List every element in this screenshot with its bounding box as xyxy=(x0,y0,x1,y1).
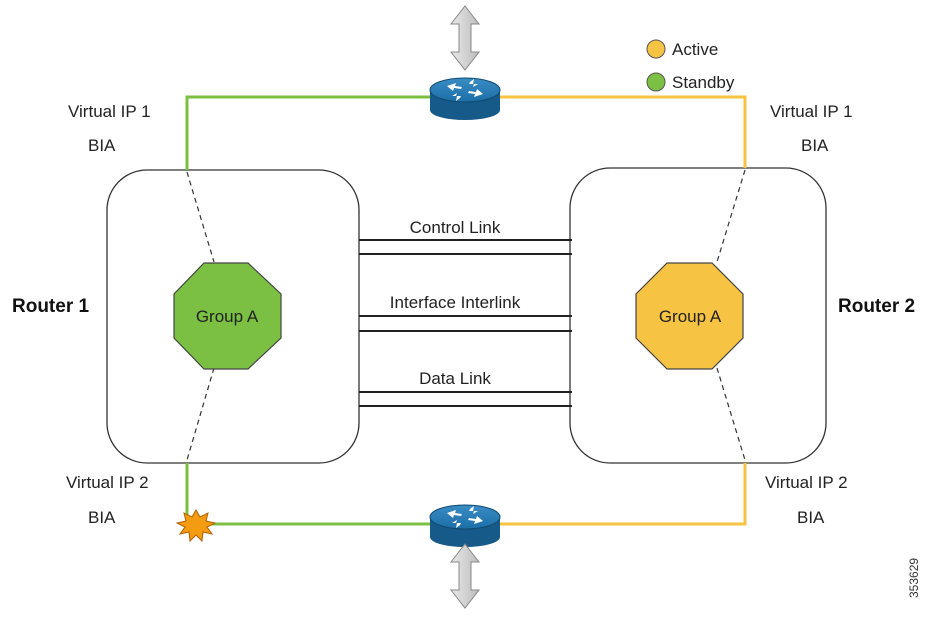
router1-bia-top: BIA xyxy=(88,136,116,155)
fault-star-icon xyxy=(175,508,217,543)
updown-arrow-top xyxy=(449,5,481,71)
router1-dashed-connectors xyxy=(186,171,215,461)
router2-virtual-ip-top: Virtual IP 1 xyxy=(770,102,853,121)
router2-name: Router 2 xyxy=(838,296,915,317)
standby-path-top xyxy=(185,95,430,170)
router1-name: Router 1 xyxy=(12,296,90,317)
interface-interlink xyxy=(359,315,572,332)
interface-interlink-label: Interface Interlink xyxy=(390,293,521,312)
active-path-top xyxy=(500,95,747,168)
router-icon-bottom xyxy=(429,504,501,547)
legend-standby-swatch xyxy=(646,72,666,92)
router1-group-label: Group A xyxy=(196,307,259,326)
router2-group-label: Group A xyxy=(659,307,722,326)
router1-virtual-ip-top: Virtual IP 1 xyxy=(68,102,151,121)
data-link xyxy=(359,391,572,407)
control-link-label: Control Link xyxy=(410,218,501,237)
router1-virtual-ip-bottom: Virtual IP 2 xyxy=(66,473,149,492)
figure-id: 353629 xyxy=(907,558,921,598)
router1-group-standby xyxy=(173,262,282,370)
router-icon-top xyxy=(429,77,501,120)
router2-dashed-connectors xyxy=(716,169,746,461)
control-link xyxy=(359,239,572,255)
updown-arrow-bottom xyxy=(449,543,481,609)
router2-group-active xyxy=(635,262,744,370)
router2-virtual-ip-bottom: Virtual IP 2 xyxy=(765,473,848,492)
data-link-label: Data Link xyxy=(419,369,491,388)
legend-active-label: Active xyxy=(672,40,718,59)
router2-bia-top: BIA xyxy=(801,136,829,155)
legend-active-swatch xyxy=(646,39,666,59)
legend-standby-label: Standby xyxy=(672,73,735,92)
standby-path-bottom xyxy=(185,463,430,526)
router1-bia-bottom: BIA xyxy=(88,508,116,527)
router2-bia-bottom: BIA xyxy=(797,508,825,527)
active-path-bottom xyxy=(500,463,747,526)
